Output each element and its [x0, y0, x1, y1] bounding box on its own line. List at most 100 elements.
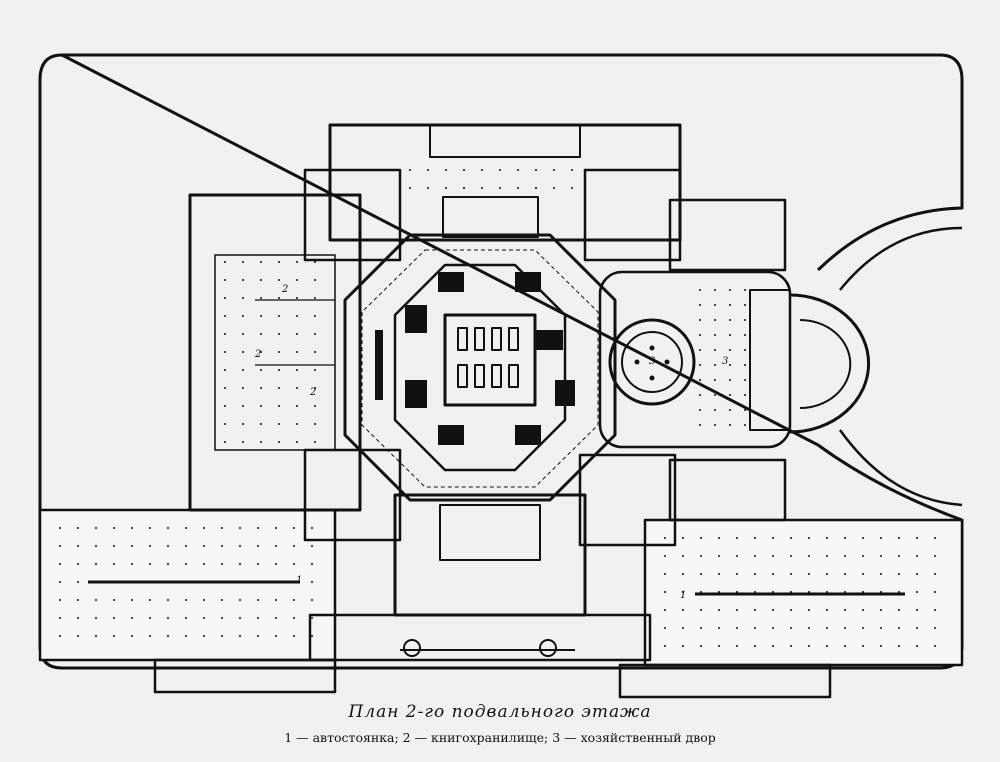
column-dot: [239, 617, 241, 619]
top-block: [328, 123, 682, 242]
column-dot: [916, 609, 918, 611]
column-dot: [729, 349, 731, 351]
column-dot: [296, 405, 298, 407]
column-dot: [311, 527, 313, 529]
site-boundary: [38, 53, 964, 670]
column-dot: [744, 409, 746, 411]
column-dot: [699, 364, 701, 366]
column-dot: [844, 609, 846, 611]
column-dot: [862, 609, 864, 611]
column-dot: [260, 297, 262, 299]
column-dot: [553, 187, 555, 189]
column-dot: [203, 617, 205, 619]
column-dot: [95, 563, 97, 565]
column-dot: [311, 635, 313, 637]
column-dot: [729, 424, 731, 426]
column-dot: [744, 364, 746, 366]
column-dot: [916, 537, 918, 539]
column-dot: [167, 563, 169, 565]
column-dot: [278, 351, 280, 353]
column-dot: [714, 349, 716, 351]
column-dot: [242, 387, 244, 389]
column-dot: [77, 563, 79, 565]
column-dot: [224, 369, 226, 371]
column-dot: [481, 169, 483, 171]
column-dot: [445, 169, 447, 171]
column-dot: [898, 645, 900, 647]
column-dot: [808, 555, 810, 557]
column-dot: [314, 261, 316, 263]
column-dot: [718, 573, 720, 575]
column-dot: [131, 563, 133, 565]
column-dot: [278, 405, 280, 407]
column-dot: [808, 627, 810, 629]
column-dot: [682, 609, 684, 611]
column-dot: [718, 627, 720, 629]
column-dot: [203, 545, 205, 547]
column-dot: [790, 645, 792, 647]
column-dot: [239, 599, 241, 601]
column-dot: [535, 187, 537, 189]
column-dot: [59, 527, 61, 529]
column-dot: [729, 319, 731, 321]
column-dot: [293, 527, 295, 529]
column-dot: [224, 261, 226, 263]
column-dot: [59, 581, 61, 583]
column-dot: [934, 573, 936, 575]
column-dot: [311, 599, 313, 601]
column-dot: [535, 169, 537, 171]
column-dot: [682, 573, 684, 575]
column-dot: [239, 527, 241, 529]
column-dot: [934, 591, 936, 593]
column-dot: [729, 379, 731, 381]
column-dot: [844, 537, 846, 539]
column-dot: [131, 617, 133, 619]
column-dot: [499, 169, 501, 171]
column-dot: [260, 405, 262, 407]
column-dot: [167, 581, 169, 583]
column-dot: [224, 351, 226, 353]
column-dot: [314, 369, 316, 371]
column-dot: [409, 187, 411, 189]
column-dot: [260, 261, 262, 263]
column-dot: [699, 289, 701, 291]
column-dot: [664, 573, 666, 575]
column-dot: [257, 563, 259, 565]
column-dot: [95, 635, 97, 637]
column-dot: [736, 627, 738, 629]
column-dot: [729, 289, 731, 291]
label-yard-1: 3: [649, 356, 655, 367]
label-yard-2: 3: [722, 356, 728, 367]
column-dot: [699, 424, 701, 426]
column-dot: [790, 609, 792, 611]
column-dot: [314, 279, 316, 281]
column-dot: [203, 581, 205, 583]
column-dot: [409, 169, 411, 171]
column-dot: [736, 573, 738, 575]
column-dot: [296, 297, 298, 299]
column-dot: [754, 627, 756, 629]
column-dot: [744, 289, 746, 291]
column-dot: [880, 609, 882, 611]
column-dot: [296, 333, 298, 335]
column-dot: [729, 334, 731, 336]
column-dot: [744, 424, 746, 426]
column-dot: [700, 555, 702, 557]
column-dot: [242, 261, 244, 263]
column-dot: [517, 187, 519, 189]
column-dot: [314, 297, 316, 299]
column-dot: [185, 527, 187, 529]
column-dot: [699, 349, 701, 351]
column-dot: [149, 635, 151, 637]
column-dot: [242, 405, 244, 407]
column-dot: [571, 169, 573, 171]
parking-left: [38, 508, 337, 662]
column-dot: [77, 617, 79, 619]
column-dot: [700, 627, 702, 629]
column-dot: [203, 635, 205, 637]
column-dot: [293, 599, 295, 601]
column-dot: [293, 581, 295, 583]
column-dot: [754, 645, 756, 647]
column-dot: [221, 617, 223, 619]
column-dot: [700, 609, 702, 611]
